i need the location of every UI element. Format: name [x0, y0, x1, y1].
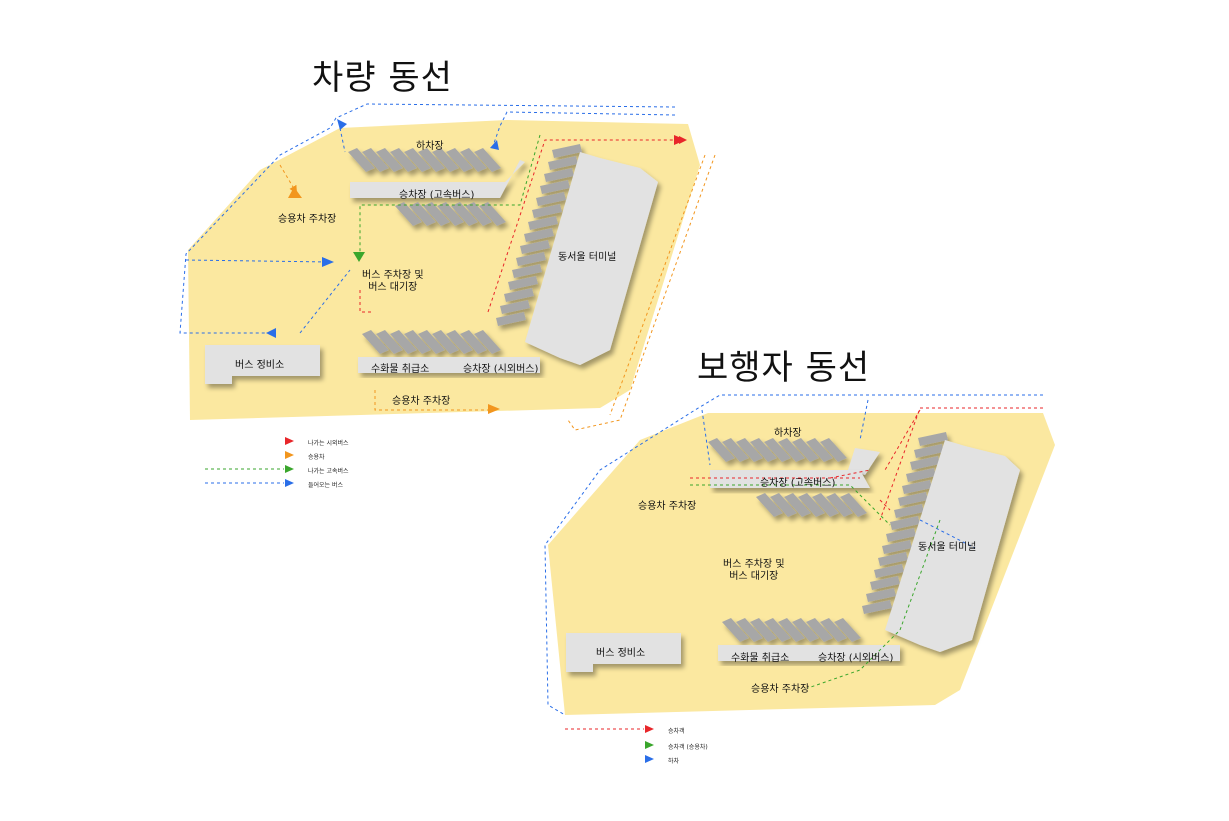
label-car-parking-left: 승용차 주차장	[278, 214, 337, 225]
outgoing-intercity-route-2	[359, 290, 372, 313]
express-arrow	[353, 252, 365, 262]
car-arrow-2	[488, 404, 500, 414]
drop-off-kiosk-2	[848, 448, 880, 475]
pedestrian-legend	[565, 725, 654, 763]
bus-arrow-3	[337, 119, 347, 130]
legend2-item-2: 승차객 (승용차)	[668, 744, 708, 751]
label-terminal-2: 동서울 터미널	[918, 542, 977, 553]
label-car-parking-bottom-2: 승용차 주차장	[751, 684, 810, 695]
car-arrow	[288, 187, 302, 198]
terminal-building	[525, 152, 658, 365]
car-route-2	[374, 154, 706, 416]
incoming-bus-route-2	[339, 111, 676, 153]
alighting-route	[544, 394, 1043, 716]
bus-stalls-intercity-2	[722, 618, 861, 642]
label-maintenance: 버스 정비소	[235, 360, 285, 371]
legend-item-2: 승용차	[308, 454, 325, 461]
label-boarding-intercity: 승차장 (시외버스)	[463, 364, 539, 375]
car-route-3	[279, 164, 298, 194]
bus-arrow-1	[322, 257, 334, 267]
incoming-bus-route-3	[185, 257, 332, 266]
label-boarding-express: 승차장 (고속버스)	[399, 190, 475, 201]
boarding-route-2	[879, 409, 921, 511]
incoming-bus-route	[179, 103, 676, 334]
bus-stalls-terminal-2	[862, 432, 948, 614]
bus-stalls-express-2	[756, 493, 867, 517]
bus-stalls-intercity	[362, 330, 501, 354]
red-arrow	[674, 135, 686, 145]
legend2-item-1: 승차객	[668, 728, 685, 735]
outgoing-express-route	[359, 134, 541, 255]
outgoing-intercity-route	[487, 136, 687, 313]
vehicle-flow-title: 차량 동선	[312, 58, 453, 98]
bus-stalls-dropoff	[348, 148, 501, 172]
label-terminal: 동서울 터미널	[558, 252, 617, 263]
bus-arrow-4	[490, 140, 499, 150]
legend-item-3: 나가는 고속버스	[308, 468, 349, 475]
label-cargo-2: 수화물 취급소	[731, 653, 790, 664]
label-dropoff: 하차장	[416, 141, 444, 152]
bus-stalls-dropoff-2	[708, 438, 847, 462]
maintenance-building	[205, 345, 320, 384]
bus-arrow-2	[266, 328, 276, 338]
label-car-parking-bottom: 승용차 주차장	[392, 396, 451, 407]
pedestrian-flow-title: 보행자 동선	[697, 348, 871, 388]
label-bus-parking-2: 버스 주차장 및 버스 대기장	[723, 559, 785, 582]
incoming-bus-route-4	[299, 269, 351, 334]
legend-item-4: 들어오는 버스	[308, 482, 344, 489]
terminal-building-2	[885, 440, 1020, 652]
legend2-item-3: 하차	[668, 758, 680, 765]
boarding-route	[690, 407, 1043, 521]
label-car-parking-left-2: 승용차 주차장	[638, 501, 697, 512]
label-cargo: 수화물 취급소	[371, 364, 430, 375]
vehicle-legend	[205, 437, 294, 487]
boarding-car-route	[690, 484, 941, 689]
boarding-express-platform	[350, 160, 525, 198]
maintenance-building-2	[566, 633, 681, 672]
label-boarding-express-2: 승차장 (고속버스)	[760, 478, 836, 489]
intercity-platform	[358, 357, 540, 373]
label-maintenance-2: 버스 정비소	[596, 648, 646, 659]
intercity-platform-2	[718, 645, 900, 661]
alighting-route-2	[701, 399, 976, 549]
label-dropoff-2: 하차장	[774, 428, 802, 439]
car-route	[567, 154, 716, 431]
label-boarding-intercity-2: 승차장 (시외버스)	[818, 653, 894, 664]
bus-stalls-terminal	[496, 144, 582, 326]
boarding-express-platform-2	[710, 470, 870, 488]
label-bus-parking: 버스 주차장 및 버스 대기장	[362, 270, 424, 293]
bus-stalls-express	[395, 202, 506, 226]
legend-item-1: 나가는 시외버스	[308, 440, 349, 447]
